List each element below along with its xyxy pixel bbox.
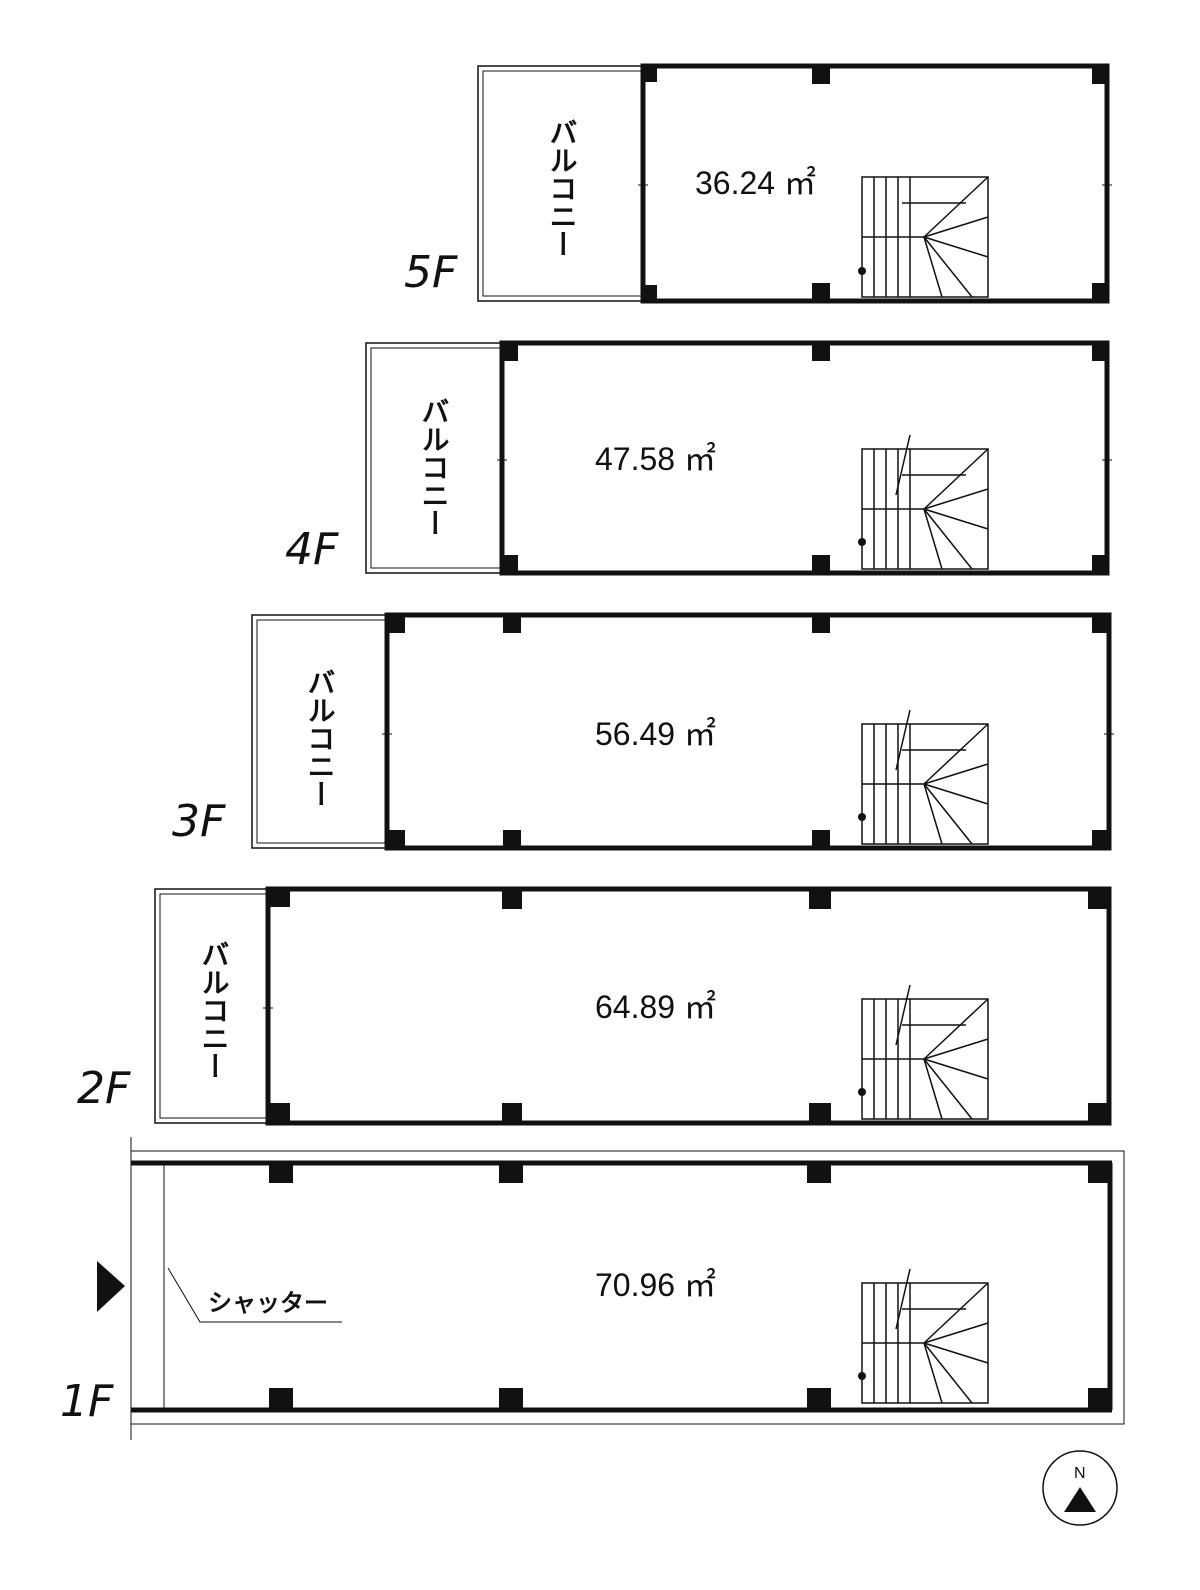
- floor-label-5f: 5F: [404, 247, 458, 298]
- entrance-arrow-icon: [97, 1261, 125, 1312]
- north-arrow-icon: N: [1042, 1450, 1118, 1526]
- area-label-5f: 36.24 ㎡: [695, 165, 816, 201]
- floor-label-2f: 2F: [77, 1063, 131, 1114]
- area-label-2f: 64.89 ㎡: [595, 989, 716, 1025]
- floor-3f: 3F 56.49 ㎡ バルコニー: [172, 612, 1114, 851]
- shutter-label: シャッター: [208, 1289, 328, 1317]
- room-outline-4f: [499, 340, 1110, 576]
- floor-label-3f: 3F: [172, 796, 226, 847]
- balcony-label-5f: バルコニー: [546, 118, 579, 258]
- staircase-icon: [858, 709, 989, 845]
- floor-5f: 5F 36.24 ㎡ バルコニー: [404, 63, 1112, 304]
- floor-label-1f: 1F: [60, 1376, 114, 1427]
- staircase-icon: [858, 984, 989, 1120]
- balcony-label-2f: バルコニー: [198, 940, 231, 1080]
- floor-label-4f: 4F: [285, 524, 339, 575]
- floor-2f: 2F 64.89 ㎡ バルコニー: [77, 886, 1112, 1126]
- area-label-3f: 56.49 ㎡: [595, 716, 716, 752]
- room-outline-3f: [384, 612, 1112, 851]
- room-outline-5f: [640, 63, 1110, 304]
- staircase-icon: [858, 434, 989, 570]
- floor-1f: 1F 70.96 ㎡ シャッター: [60, 1137, 1125, 1440]
- compass-label: N: [1074, 1465, 1086, 1482]
- area-label-1f: 70.96 ㎡: [595, 1267, 716, 1303]
- balcony-label-3f: バルコニー: [304, 668, 337, 808]
- room-outline-2f: [265, 886, 1112, 1126]
- staircase-icon: [858, 1268, 989, 1404]
- area-label-4f: 47.58 ㎡: [595, 441, 716, 477]
- floor-4f: 4F 47.58 ㎡ バルコニー: [285, 340, 1112, 576]
- staircase-icon: [858, 176, 989, 298]
- balcony-label-4f: バルコニー: [418, 397, 451, 537]
